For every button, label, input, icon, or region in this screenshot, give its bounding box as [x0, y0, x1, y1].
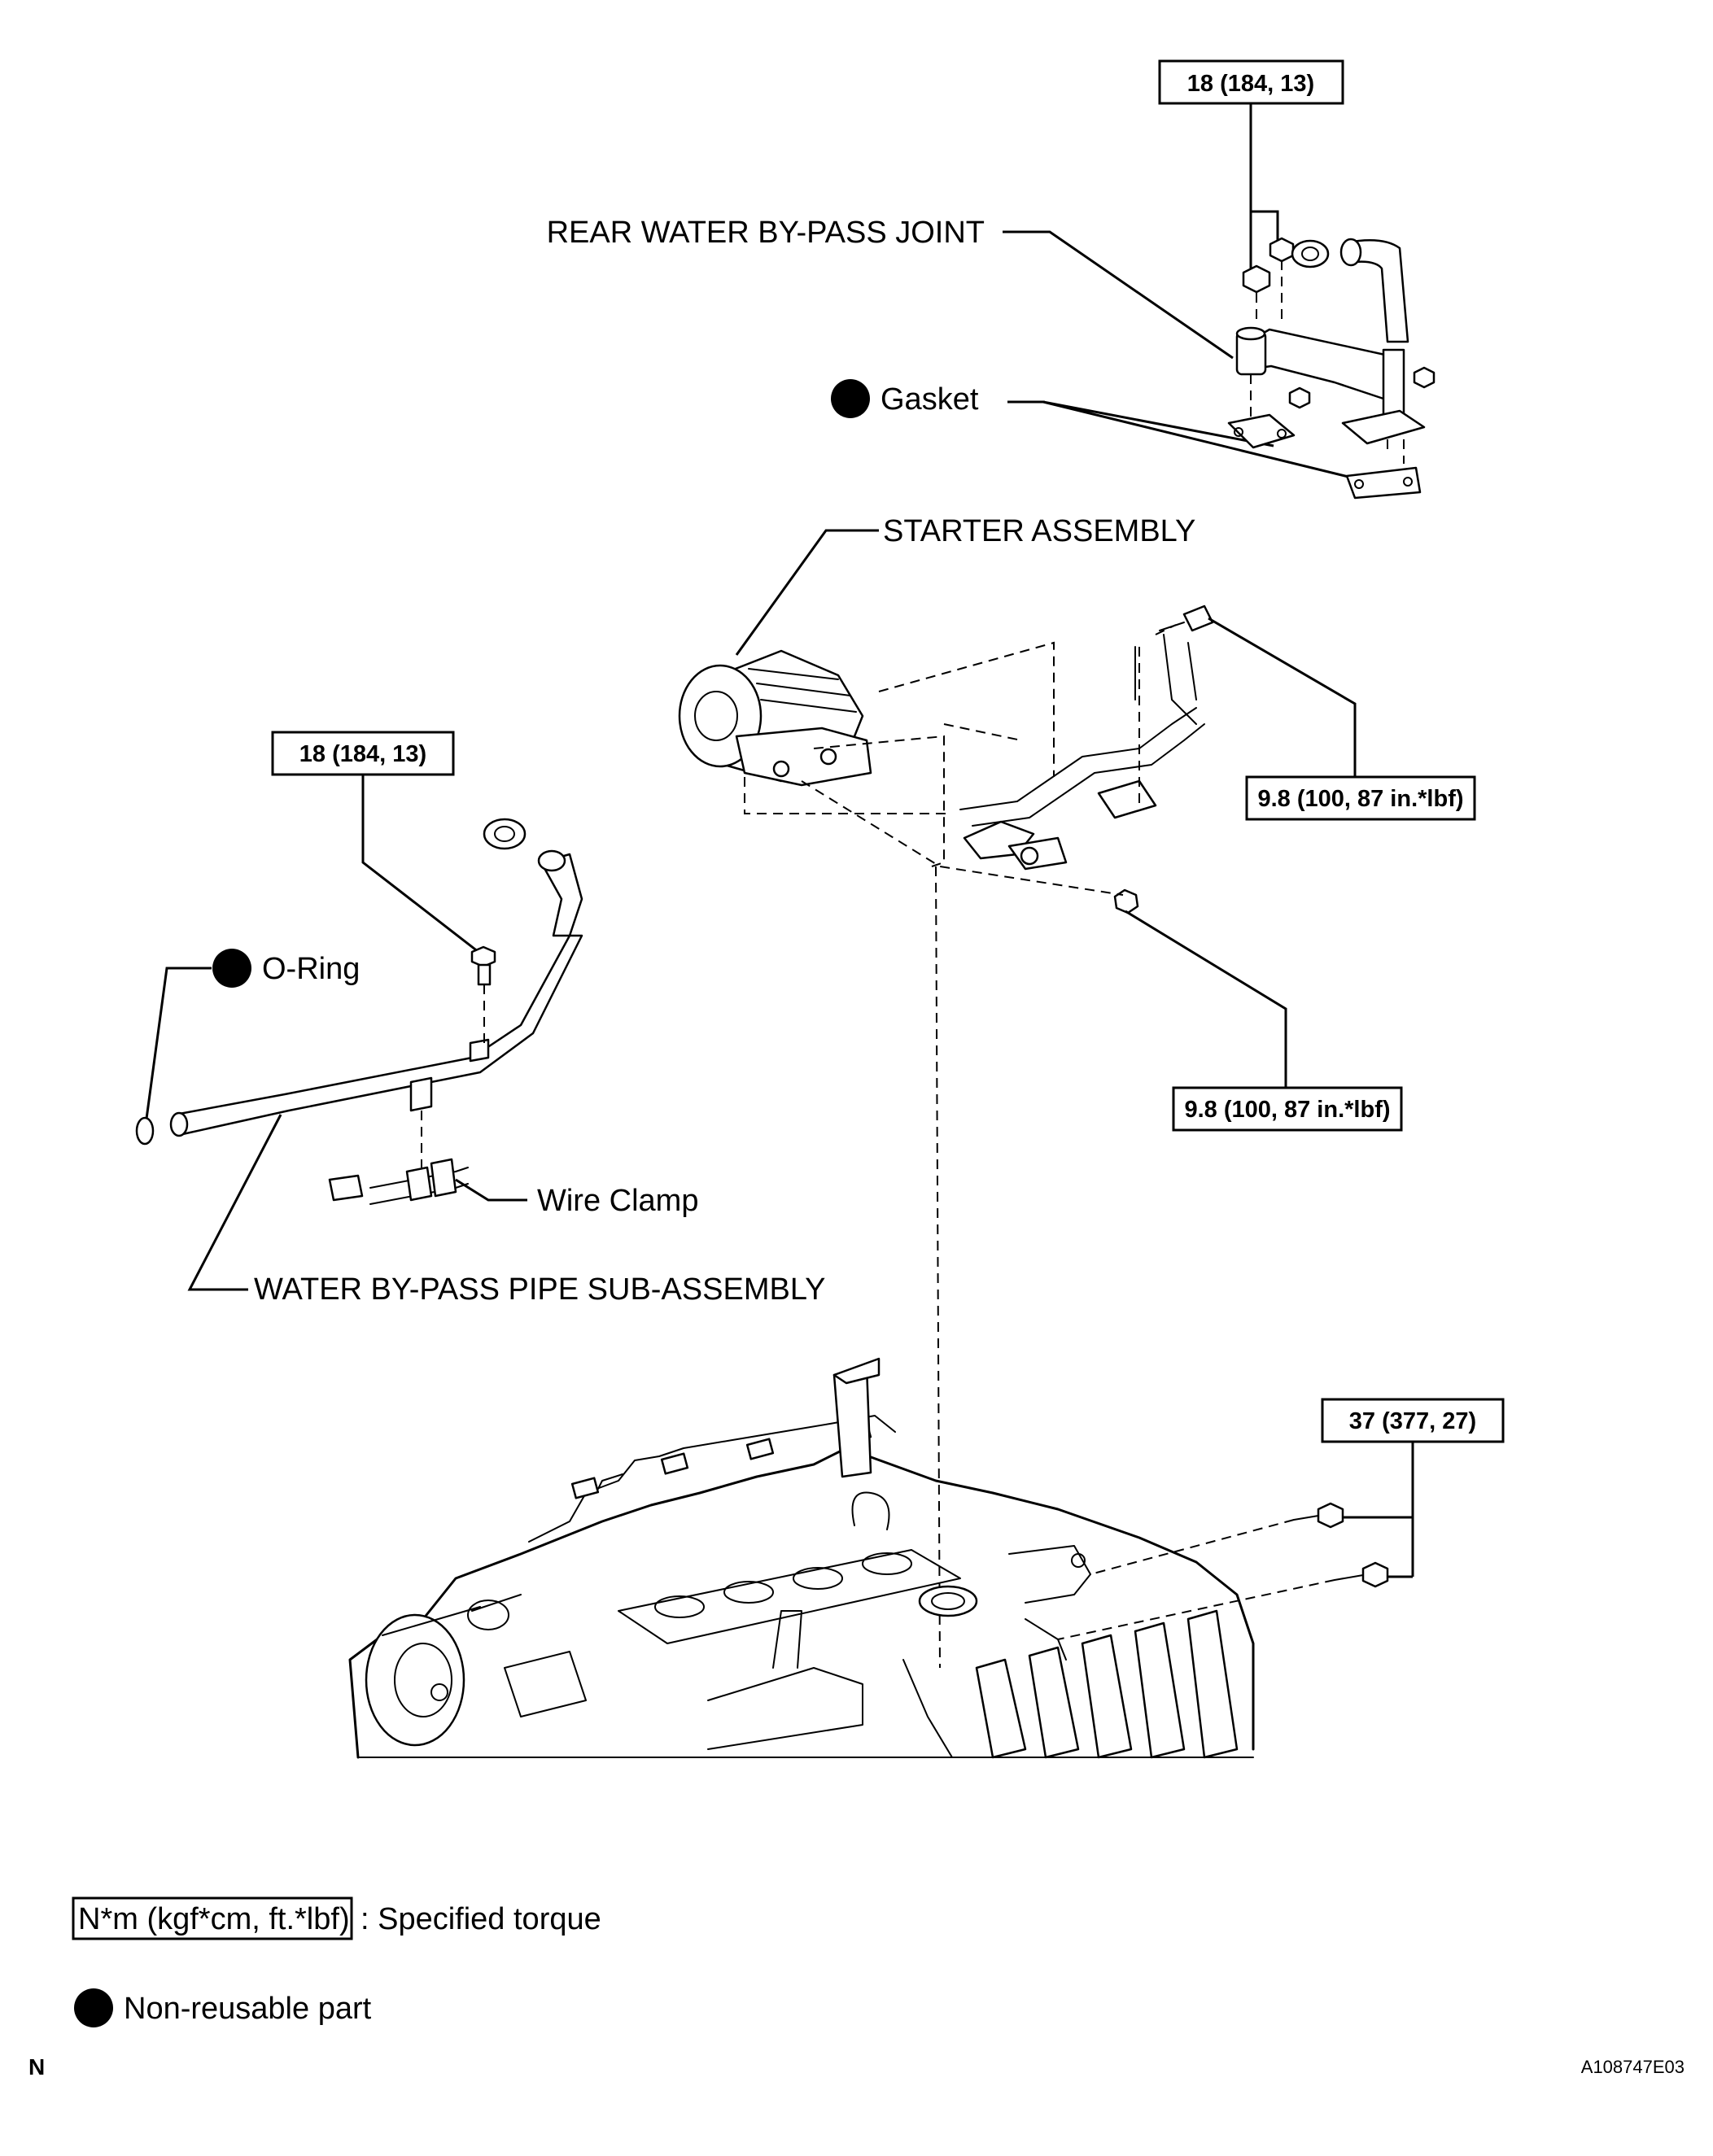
starter-alignment-dash: [744, 624, 1177, 1669]
starter-assembly-drawing: [678, 649, 872, 787]
label-oring: O-Ring: [262, 952, 360, 986]
torque-box-joint-nut: 18 (184, 13): [1158, 59, 1344, 105]
legend-nonreusable: Non-reusable part: [74, 1988, 372, 2027]
starter-bolt-drawing: [1159, 604, 1214, 632]
leader-water-bypass-pipe: [187, 1114, 282, 1291]
label-water-bypass-pipe: WATER BY-PASS PIPE SUB-ASSEMBLY: [254, 1272, 826, 1307]
svg-text:18 (184, 13): 18 (184, 13): [1187, 71, 1314, 97]
legend-nonreusable-dot: [74, 1988, 113, 2027]
leader-starter-bolt: [1208, 617, 1357, 777]
legend-torque-box: [72, 1896, 353, 1940]
block-bolts-drawing: [1293, 1502, 1389, 1588]
legend-torque-unit: N*m (kgf*cm, ft.*lbf): [78, 1902, 350, 1936]
leader-joint-nut: [1249, 103, 1279, 268]
leader-pipe-bolt: [361, 775, 479, 954]
engine-block-drawing: [348, 1357, 1255, 1759]
label-wire-clamp: Wire Clamp: [537, 1184, 698, 1218]
starter-harness-drawing: [959, 634, 1205, 871]
label-starter-assembly: STARTER ASSEMBLY: [883, 514, 1195, 548]
leader-oring: [145, 967, 212, 1119]
water-bypass-pipe-drawing: [169, 818, 583, 1137]
label-gasket: Gasket: [881, 382, 979, 417]
legend-specified-torque: N*m (kgf*cm, ft.*lbf) : Specified torque: [72, 1896, 601, 1940]
leader-wire-clamp: [455, 1178, 527, 1202]
pipe-bolt-drawing: [470, 945, 496, 986]
legend-torque-desc: : Specified torque: [361, 1902, 601, 1936]
svg-text:9.8 (100, 87 in.*lbf): 9.8 (100, 87 in.*lbf): [1184, 1097, 1390, 1123]
svg-text:37 (377, 27): 37 (377, 27): [1349, 1408, 1476, 1434]
oring-drawing: [135, 1116, 155, 1146]
torque-box-starter-bolt: 9.8 (100, 87 in.*lbf): [1245, 775, 1476, 821]
starter-nut-drawing: [1113, 888, 1139, 914]
nonreusable-dot-gasket: [831, 379, 870, 418]
block-bolts-dash: [1057, 1519, 1335, 1640]
rear-water-bypass-joint-drawing: [1227, 237, 1436, 500]
svg-text:9.8 (100, 87 in.*lbf): 9.8 (100, 87 in.*lbf): [1257, 786, 1463, 812]
leader-gasket: [1007, 400, 1356, 480]
torque-box-block-bolts: 37 (377, 27): [1321, 1398, 1505, 1443]
leader-starter-nut: [1125, 910, 1287, 1088]
figure-id: A108747E03: [1581, 2057, 1685, 2077]
nonreusable-dot-oring: [212, 949, 251, 988]
wire-clamp-drawing: [328, 1158, 469, 1205]
leader-starter: [735, 529, 879, 656]
svg-text:18 (184, 13): 18 (184, 13): [299, 741, 426, 767]
label-rear-water-bypass-joint: REAR WATER BY-PASS JOINT: [547, 216, 985, 250]
leader-rear-joint: [1003, 230, 1234, 360]
torque-box-pipe-bolt: 18 (184, 13): [271, 731, 455, 776]
pipe-alignment-dash: [421, 984, 485, 1167]
torque-box-starter-nut: 9.8 (100, 87 in.*lbf): [1172, 1086, 1403, 1132]
legend-nonreusable-text: Non-reusable part: [124, 1992, 372, 2026]
footer-n-mark: N: [28, 2054, 45, 2080]
